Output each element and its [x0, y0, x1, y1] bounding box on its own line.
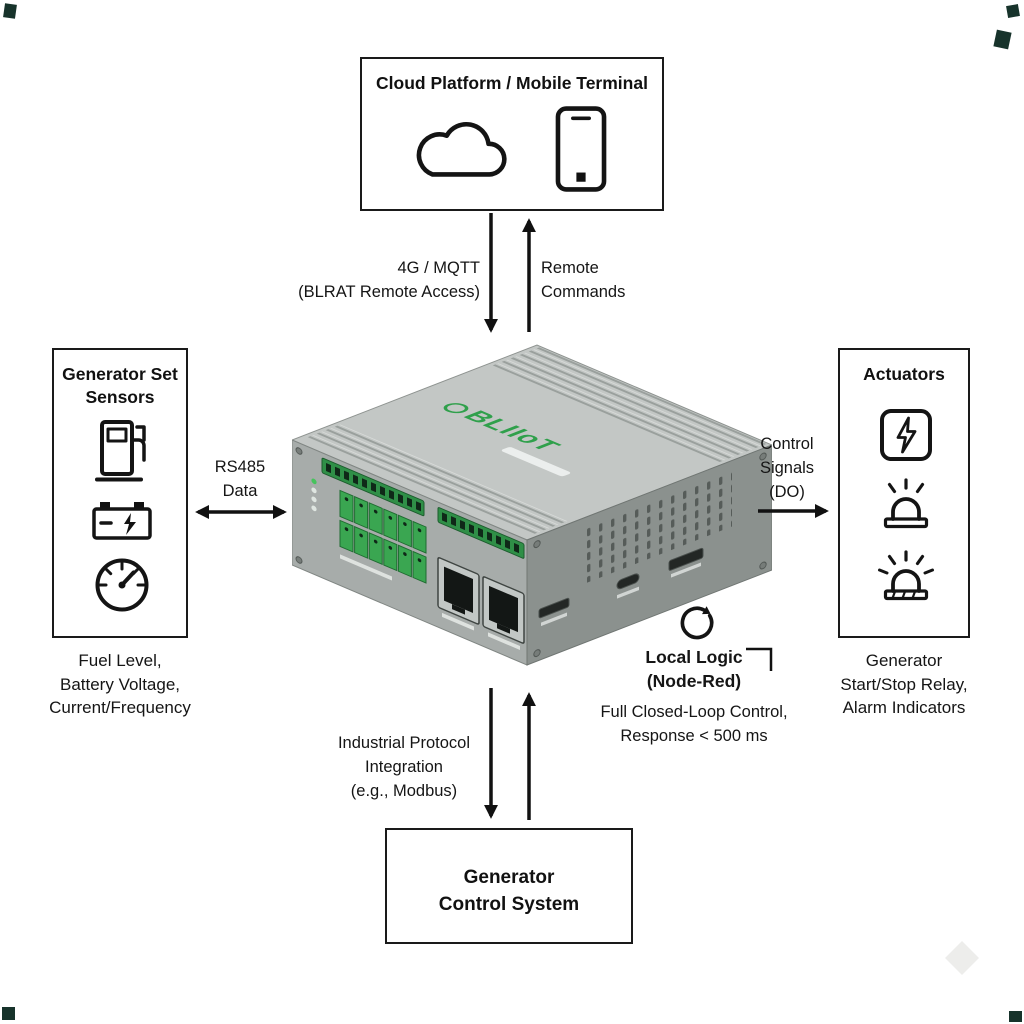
caption-line: (Node-Red)	[646, 670, 742, 691]
screw	[295, 447, 303, 455]
device-model-text-blur	[501, 447, 571, 477]
caption-line: Alarm Indicators	[842, 698, 966, 717]
lightning-icon	[880, 409, 932, 461]
label-line: Signals	[759, 459, 815, 477]
cloud-platform-box: Cloud Platform / Mobile Terminal	[360, 57, 664, 211]
smartphone-icon	[555, 106, 607, 192]
link-label-rs485: RS485 Data	[190, 455, 290, 503]
side-label-blur	[617, 586, 639, 599]
loop-arrow-icon	[680, 606, 714, 640]
label-line: RS485	[214, 458, 266, 476]
siren-icon	[883, 478, 929, 529]
ventilation-grid	[582, 470, 732, 585]
ethernet-port	[437, 556, 480, 625]
battery-icon	[92, 502, 152, 540]
panel-label-blur	[340, 554, 392, 581]
usb-c-port	[616, 573, 640, 590]
control-system-box: Generator Control System	[385, 828, 633, 944]
pluggable-terminal-bank	[339, 489, 427, 584]
local-logic-caption: Full Closed-Loop Control, Response < 500…	[564, 701, 824, 748]
link-label-modbus: Industrial Protocol Integration (e.g., M…	[314, 731, 494, 803]
screw	[759, 452, 767, 461]
label-line: Control	[760, 435, 814, 453]
title-line: Generator	[463, 867, 555, 888]
label-line: Industrial Protocol	[337, 734, 471, 752]
caption-line: Local Logic	[645, 647, 743, 667]
caption-line: Start/Stop Relay,	[840, 674, 968, 694]
link-label-control-signals: Control Signals (DO)	[737, 432, 837, 504]
sim-slot	[668, 547, 704, 571]
actuators-box-title: Actuators	[863, 364, 945, 384]
caption-line: Full Closed-Loop Control,	[600, 703, 788, 721]
title-line: Control System	[438, 894, 580, 915]
screw	[295, 556, 303, 564]
screw	[533, 649, 541, 658]
sensors-box: Generator Set Sensors	[52, 348, 188, 638]
terminal-strip	[437, 507, 525, 559]
caption-line: Current/Frequency	[49, 698, 191, 717]
title-line: Sensors	[85, 387, 155, 407]
corner-artifact	[1009, 1011, 1022, 1022]
battery-terminal	[134, 502, 144, 509]
local-logic-title: Local Logic (Node-Red)	[604, 646, 784, 693]
local-logic-connector	[746, 647, 773, 671]
label-line: (e.g., Modbus)	[350, 782, 458, 800]
port-label-blur	[442, 612, 474, 631]
sensors-box-title: Generator Set Sensors	[54, 350, 186, 409]
bolt-glyph	[124, 513, 136, 535]
battery-terminal	[100, 502, 110, 509]
phone-home-button	[576, 172, 586, 182]
fuel-pump-icon	[95, 420, 146, 482]
screw	[533, 540, 541, 549]
cooling-fins	[307, 347, 767, 534]
label-line: Integration	[365, 758, 443, 776]
sd-card-slot	[538, 597, 570, 619]
caption-line: Fuel Level,	[78, 651, 162, 670]
sensors-caption: Fuel Level, Battery Voltage, Current/Fre…	[22, 649, 218, 720]
label-line: Data	[222, 482, 258, 500]
status-leds	[311, 478, 317, 512]
terminal-strip	[321, 457, 425, 517]
actuators-box: Actuators	[838, 348, 970, 638]
alarm-lamp-icon	[878, 550, 934, 601]
label-line: Commands	[541, 283, 626, 301]
title-line: Generator Set	[62, 364, 178, 384]
actuators-caption: Generator Start/Stop Relay, Alarm Indica…	[806, 649, 1002, 720]
corner-artifact	[2, 1007, 15, 1020]
caption-line: Battery Voltage,	[59, 674, 181, 694]
label-line: 4G / MQTT	[397, 259, 481, 277]
cloud-icon	[416, 122, 507, 177]
control-box-title: Generator Control System	[387, 864, 631, 918]
label-line: Remote	[541, 259, 599, 277]
label-line: (BLRAT Remote Access)	[298, 283, 480, 301]
side-label-blur	[671, 562, 701, 578]
link-label-4g-mqtt: 4G / MQTT (BLRAT Remote Access)	[250, 256, 480, 304]
gauge-icon	[95, 558, 149, 612]
screw	[759, 561, 767, 570]
fin-highlights	[312, 349, 762, 532]
port-label-blur	[488, 632, 520, 651]
label-line: (DO)	[769, 483, 805, 501]
cloud-box-title: Cloud Platform / Mobile Terminal	[376, 73, 648, 93]
link-label-remote-commands: Remote Commands	[541, 256, 671, 304]
caption-line: Generator	[865, 651, 943, 670]
ethernet-port	[482, 576, 525, 644]
caption-line: Response < 500 ms	[620, 726, 768, 745]
iot-gateway-device: BLIIoT	[292, 344, 772, 666]
side-label-blur	[541, 612, 567, 627]
